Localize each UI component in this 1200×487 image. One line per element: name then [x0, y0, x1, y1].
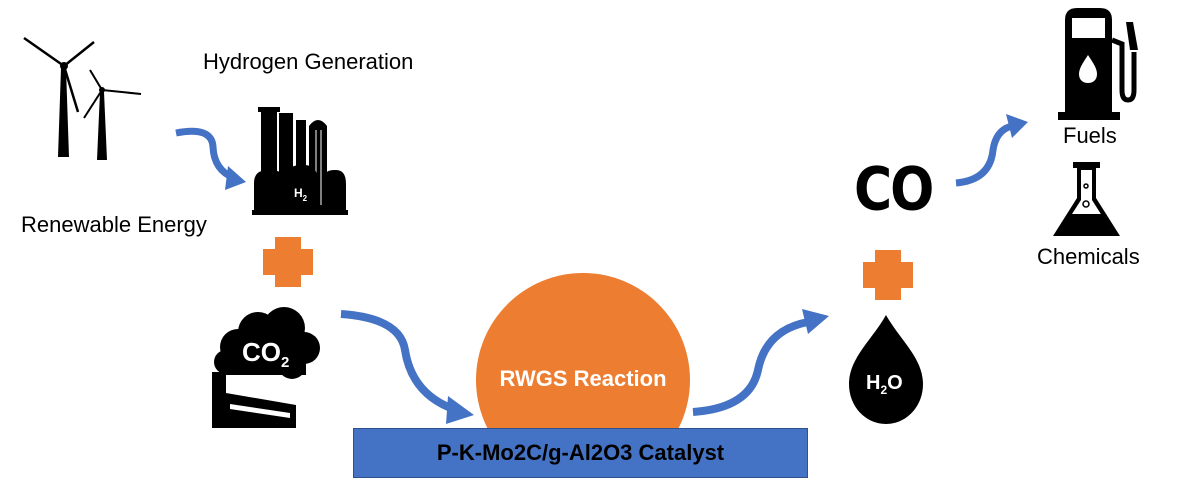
co2-label: CO2: [242, 337, 289, 371]
arrow-inputs-to-reaction: [340, 310, 458, 414]
flask-icon: [1053, 162, 1120, 236]
rwgs-reaction-label: RWGS Reaction: [499, 366, 667, 391]
plus-icon-left: [263, 237, 313, 287]
arrow-head-3: [802, 309, 829, 334]
arrow-head-2: [446, 396, 474, 424]
co-product-label: CO: [854, 155, 934, 225]
catalyst-bar: P-K-Mo2C/g-Al2O3 Catalyst: [353, 428, 808, 478]
arrow-head-4: [1006, 114, 1028, 138]
plus-icon-right: [863, 250, 913, 300]
hydrogen-generation-label: Hydrogen Generation: [203, 49, 414, 74]
h2-plant-label: H2: [294, 186, 308, 203]
arrow-reaction-to-products: [692, 318, 809, 416]
fuels-label: Fuels: [1063, 123, 1117, 148]
arrow-co-to-fuels: [955, 122, 1014, 187]
co2-factory-icon: [212, 307, 320, 428]
arrow-head-1: [225, 166, 246, 190]
hydrogen-plant-icon: [252, 107, 348, 215]
wind-turbine-icon: [23, 36, 142, 160]
fuel-pump-icon: [1058, 8, 1138, 120]
catalyst-label: P-K-Mo2C/g-Al2O3 Catalyst: [436, 440, 725, 465]
h2o-label: H2O: [866, 372, 903, 397]
renewable-energy-label: Renewable Energy: [21, 212, 207, 237]
chemicals-label: Chemicals: [1037, 244, 1140, 269]
arrow-renewable-to-hydrogen: [175, 127, 239, 182]
water-drop-icon: [849, 315, 923, 424]
